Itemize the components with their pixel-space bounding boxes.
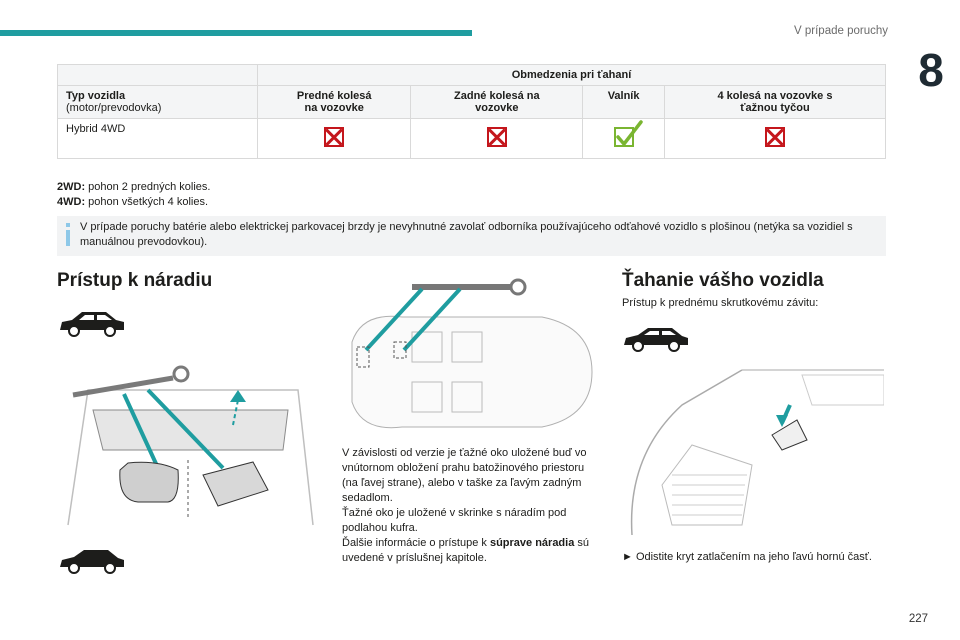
column-header-front: Predné kolesá na vozovke [256, 85, 412, 119]
allowed-check-icon [613, 120, 643, 147]
table-column-header-row: Typ vozidla (motor/prevodovka) Predné ko… [57, 85, 887, 119]
section-title: V prípade poruchy [794, 25, 888, 37]
row-header-bold: Typ vozidla [66, 90, 126, 102]
not-allowed-icon [764, 127, 785, 147]
column-header-flatbed: Valník [582, 85, 665, 119]
table-group-header-row: Obmedzenia pri ťahaní [57, 64, 886, 86]
suv-silhouette-icon [624, 328, 688, 352]
suv-silhouette-icon [60, 312, 124, 337]
front-bumper-cover-illustration [622, 365, 884, 543]
towing-step: ► Odistite kryt zatlačením na jeho ľavú … [622, 551, 872, 563]
legend: 2WD: pohon 2 predných kolies. 4WD: pohon… [57, 181, 211, 208]
table-group-header: Obmedzenia pri ťahaní [257, 64, 886, 86]
column-header-tow-bar: 4 kolesá na vozovke s ťažnou tyčou [663, 85, 887, 119]
towing-restrictions-table: Obmedzenia pri ťahaní Typ vozidla (motor… [57, 64, 887, 159]
tools-heading: Prístup k náradiu [57, 270, 213, 291]
tools-paragraph-2: Ťažné oko je uložené v skrinke s náradím… [342, 507, 567, 534]
trunk-tool-storage-illustration [58, 350, 320, 530]
tools-paragraph-3: Ďalšie informácie o prístupe k súprave n… [342, 537, 590, 564]
tools-paragraph-1: V závislosti od verzie je ťažné oko ulož… [342, 447, 587, 504]
table-row-header: Typ vozidla (motor/prevodovka) [57, 85, 258, 119]
tow-eye-location-illustration [342, 272, 598, 437]
column-header-rear: Zadné kolesá na vozovke [410, 85, 584, 119]
chapter-number: 8 [902, 40, 960, 100]
not-allowed-icon [324, 127, 345, 147]
towing-intro: Prístup k prednému skrutkovému závitu: [622, 297, 819, 309]
not-allowed-icon [486, 127, 507, 147]
table-row: Hybrid 4WD [57, 118, 887, 159]
header-accent-bar [0, 30, 472, 36]
suv-silhouette-icon [60, 550, 124, 574]
info-icon [57, 216, 80, 256]
page-number: 227 [908, 613, 928, 625]
row-header-sub: (motor/prevodovka) [66, 102, 162, 114]
towing-heading: Ťahanie vášho vozidla [622, 270, 824, 291]
info-text: V prípade poruchy batérie alebo elektric… [79, 221, 853, 248]
info-box: V prípade poruchy batérie alebo elektric… [57, 216, 886, 256]
row-label: Hybrid 4WD [57, 118, 258, 159]
